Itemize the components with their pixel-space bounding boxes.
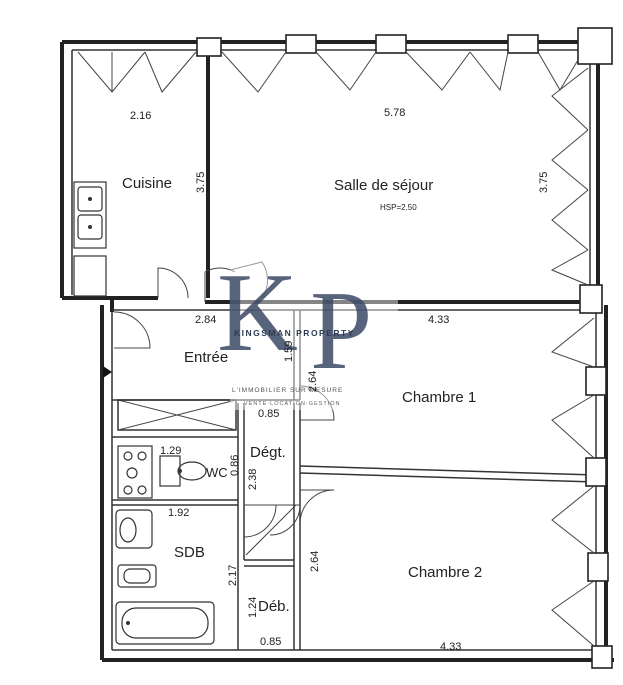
dim-cuisine-depth: 3.75 bbox=[195, 172, 207, 193]
watermark-company: KINGSMAN PROPERTY bbox=[234, 328, 355, 338]
window-pillars bbox=[196, 27, 613, 669]
dim-sdb-width: 1.92 bbox=[168, 507, 189, 519]
bathtub bbox=[115, 601, 215, 645]
room-label-entree: Entrée bbox=[184, 349, 228, 366]
window-casements-top bbox=[77, 51, 579, 93]
room-label-cuisine: Cuisine bbox=[122, 175, 172, 192]
room-label-chambre1: Chambre 1 bbox=[402, 389, 476, 406]
room-label-wc: WC bbox=[206, 465, 228, 480]
watermark-services: VENTE·LOCATION·GESTION bbox=[244, 401, 340, 407]
room-label-chambre2: Chambre 2 bbox=[408, 564, 482, 581]
dim-degt-width: 0.85 bbox=[258, 408, 279, 420]
dim-deb-width: 0.85 bbox=[260, 636, 281, 648]
watermark-tagline: L'IMMOBILIER SUR MESURE bbox=[232, 387, 343, 394]
dim-entree-width: 2.84 bbox=[195, 314, 216, 326]
door-swings bbox=[113, 261, 335, 556]
interior-walls bbox=[72, 50, 597, 650]
dim-bottom-width: 4.33 bbox=[440, 641, 461, 653]
dim-chambre-width: 4.33 bbox=[428, 314, 449, 326]
dim-cuisine-width: 2.16 bbox=[130, 110, 151, 122]
dim-wc-width: 1.29 bbox=[160, 445, 181, 457]
dim-chambre2-depth: 2.64 bbox=[309, 551, 321, 572]
dim-sejour-width: 5.78 bbox=[384, 107, 405, 119]
room-label-deb: Déb. bbox=[258, 598, 290, 615]
watermark-monogram-k: K bbox=[217, 251, 298, 375]
room-label-sejour: Salle de séjour bbox=[334, 177, 433, 194]
kitchen-sink bbox=[73, 181, 107, 297]
dim-sdb-depth: 2.17 bbox=[227, 565, 239, 586]
sdb-washbasin bbox=[115, 509, 153, 549]
toilet-icon bbox=[159, 455, 207, 487]
watermark: K P KINGSMAN PROPERTY L'IMMOBILIER SUR M… bbox=[217, 251, 398, 410]
wc-washbasin bbox=[117, 445, 153, 499]
dim-entree-depth: 1.59 bbox=[283, 341, 295, 362]
room-label-degt: Dégt. bbox=[250, 444, 286, 461]
entrance-arrow-icon bbox=[103, 366, 112, 378]
dim-deb-depth: 1.24 bbox=[247, 597, 259, 618]
ceiling-height: HSP=2.50 bbox=[380, 203, 417, 212]
dim-wc-depth: 0.86 bbox=[229, 455, 241, 476]
watermark-monogram-p: P bbox=[310, 269, 372, 393]
bidet bbox=[117, 564, 157, 588]
dim-degt-depth: 2.38 bbox=[247, 469, 259, 490]
dim-chambre1-depth: 2.64 bbox=[307, 371, 319, 392]
dim-sejour-depth: 3.75 bbox=[538, 172, 550, 193]
window-casements-right bbox=[550, 67, 595, 647]
room-label-sdb: SDB bbox=[174, 544, 205, 561]
